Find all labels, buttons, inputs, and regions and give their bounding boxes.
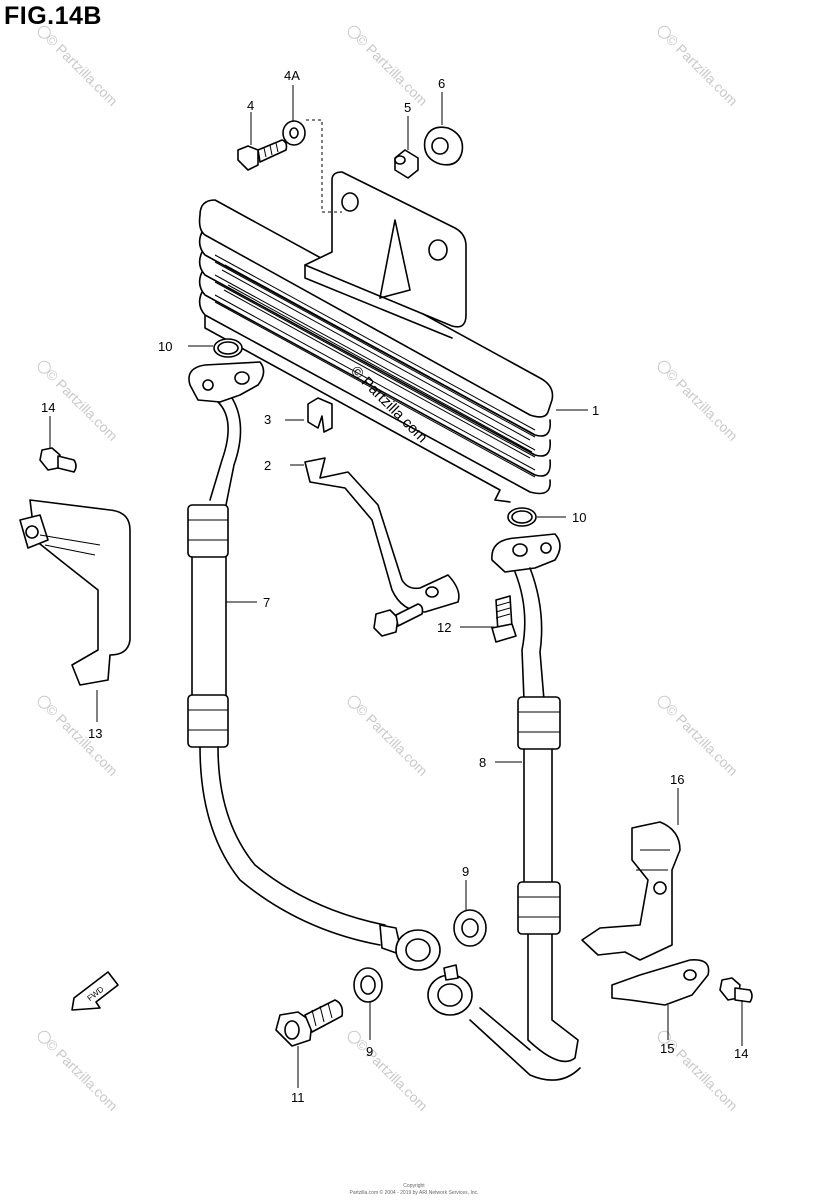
bracket-part-13[interactable] <box>19 499 131 686</box>
fwd-arrow-icon: FWD <box>71 971 119 1011</box>
callout-2: 2 <box>264 458 271 473</box>
copyright-line-1: Copyright <box>403 1183 425 1189</box>
collar-part-5[interactable] <box>394 149 419 179</box>
callout-1: 1 <box>592 403 599 418</box>
callout-4a: 4A <box>284 68 300 83</box>
union-bolt-part-11[interactable] <box>275 999 344 1047</box>
watermark-text: © Partzilla.com <box>43 31 121 109</box>
callout-9-lower: 9 <box>366 1044 373 1059</box>
oil-hose-part-8[interactable] <box>427 533 581 1081</box>
oil-cooler-part-1[interactable] <box>198 171 554 503</box>
o-ring-part-10-lower[interactable] <box>507 507 537 527</box>
watermark-text: © Partzilla.com <box>663 31 741 109</box>
bolt-part-2-mount[interactable] <box>373 603 424 637</box>
callout-8: 8 <box>479 755 486 770</box>
callout-5: 5 <box>404 100 411 115</box>
bracket-part-15[interactable] <box>611 958 710 1006</box>
callout-3: 3 <box>264 412 271 427</box>
leader-dashed <box>306 119 342 213</box>
watermark-text: © Partzilla.com <box>353 1036 431 1114</box>
callout-16: 16 <box>670 772 684 787</box>
callout-12: 12 <box>437 620 451 635</box>
callout-13: 13 <box>88 726 102 741</box>
callout-4: 4 <box>247 98 254 113</box>
figure-title: FIG.14B <box>4 2 102 30</box>
callout-14-left: 14 <box>41 400 55 415</box>
watermark-text: © Partzilla.com <box>663 1036 741 1114</box>
o-ring-part-10-upper[interactable] <box>213 338 243 358</box>
bolt-part-12[interactable] <box>491 595 517 643</box>
washer-part-4a[interactable] <box>282 120 306 146</box>
callout-14-right: 14 <box>734 1046 748 1061</box>
bracket-part-2[interactable] <box>304 457 460 613</box>
watermark-text: © Partzilla.com <box>353 701 431 779</box>
callout-6: 6 <box>438 76 445 91</box>
bolt-part-14-left[interactable] <box>39 447 77 473</box>
callout-10-upper: 10 <box>158 339 172 354</box>
bracket-part-16[interactable] <box>581 821 681 961</box>
callout-15: 15 <box>660 1041 674 1056</box>
watermark-text: © Partzilla.com <box>663 366 741 444</box>
watermark-text: © Partzilla.com <box>663 701 741 779</box>
bolt-part-4[interactable] <box>237 139 288 171</box>
callout-labels: 4 4A 5 6 10 1 3 2 10 7 14 12 13 8 16 9 9… <box>41 68 748 1105</box>
watermark-text: © Partzilla.com <box>353 31 431 109</box>
bolt-part-14-right[interactable] <box>719 977 753 1003</box>
watermark-text: © Partzilla.com <box>43 1036 121 1114</box>
grommet-part-6[interactable] <box>423 126 464 166</box>
leader-lines <box>49 85 743 1088</box>
callout-7: 7 <box>263 595 270 610</box>
washer-part-9-lower[interactable] <box>353 967 383 1003</box>
washer-part-9-upper[interactable] <box>453 909 487 947</box>
watermark-text: © Partzilla.com <box>43 701 121 779</box>
callout-10-lower: 10 <box>572 510 586 525</box>
callout-9-upper: 9 <box>462 864 469 879</box>
copyright-line-2: Partzilla.com © 2004 - 2019 by ARI Netwo… <box>349 1190 479 1196</box>
clip-part-3[interactable] <box>307 397 333 433</box>
callout-11: 11 <box>291 1090 305 1105</box>
oil-hose-part-7[interactable] <box>187 361 441 971</box>
